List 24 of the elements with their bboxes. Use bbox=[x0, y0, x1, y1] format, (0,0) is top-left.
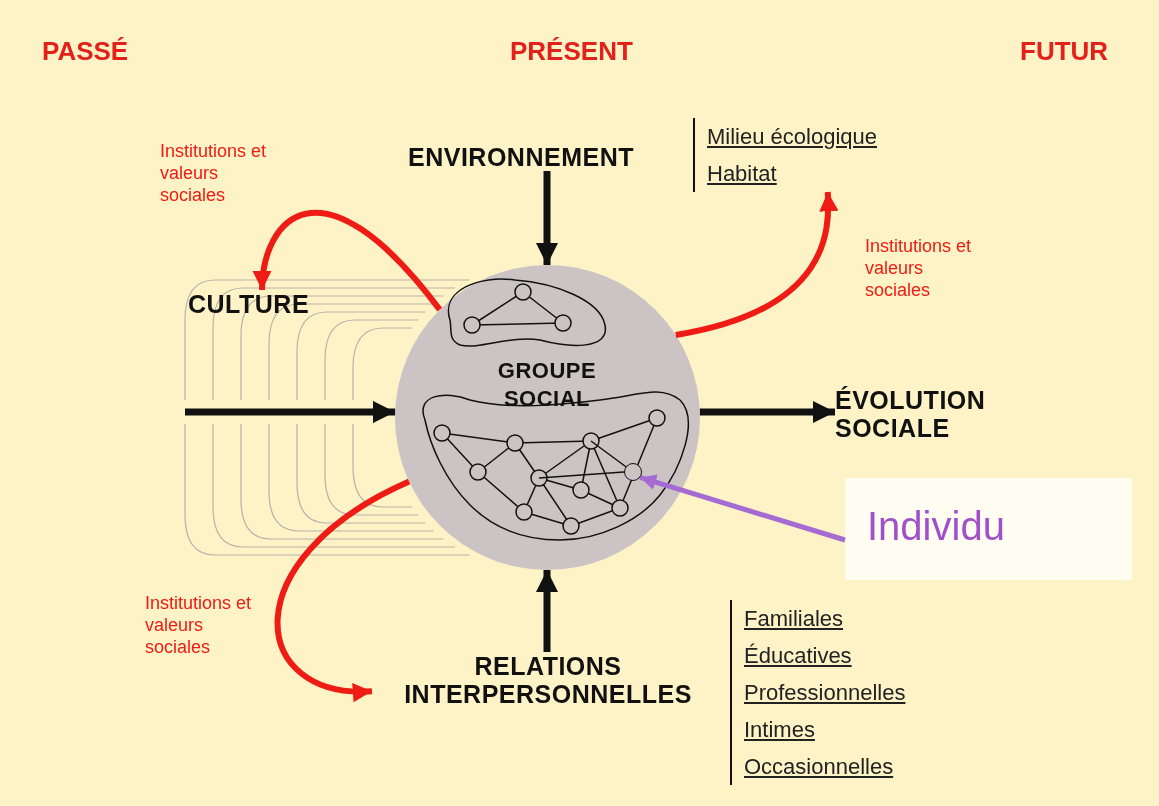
node-label: CULTURE bbox=[188, 290, 310, 318]
individual-circle bbox=[624, 463, 642, 481]
timeline-heading: FUTUR bbox=[1020, 36, 1109, 67]
callout-text: Individu bbox=[867, 504, 1005, 548]
node-label: ÉVOLUTION SOCIALE bbox=[835, 386, 987, 442]
list-item: Intimes bbox=[744, 716, 816, 744]
list-item: Milieu écologique bbox=[707, 123, 877, 151]
bracketed-list bbox=[693, 118, 877, 192]
list-item: Familiales bbox=[744, 605, 845, 633]
arrow bbox=[639, 474, 846, 543]
circle-title: GROUPE SOCIAL bbox=[496, 357, 598, 413]
bracketed-list bbox=[730, 600, 906, 785]
arrow bbox=[675, 191, 839, 338]
callout-box bbox=[845, 478, 1132, 580]
arrow bbox=[274, 478, 411, 701]
list-item: Éducatives bbox=[744, 642, 853, 670]
list-item: Professionnelles bbox=[744, 679, 906, 707]
list-item: Habitat bbox=[707, 160, 778, 188]
list-item: Occasionnelles bbox=[744, 753, 895, 781]
node-label: RELATIONS INTERPERSONNELLES bbox=[403, 652, 693, 708]
timeline-heading: PRÉSENT bbox=[510, 36, 633, 67]
arrow bbox=[253, 210, 443, 312]
node-label: ENVIRONNEMENT bbox=[408, 143, 634, 171]
timeline-heading: PASSÉ bbox=[42, 36, 129, 67]
